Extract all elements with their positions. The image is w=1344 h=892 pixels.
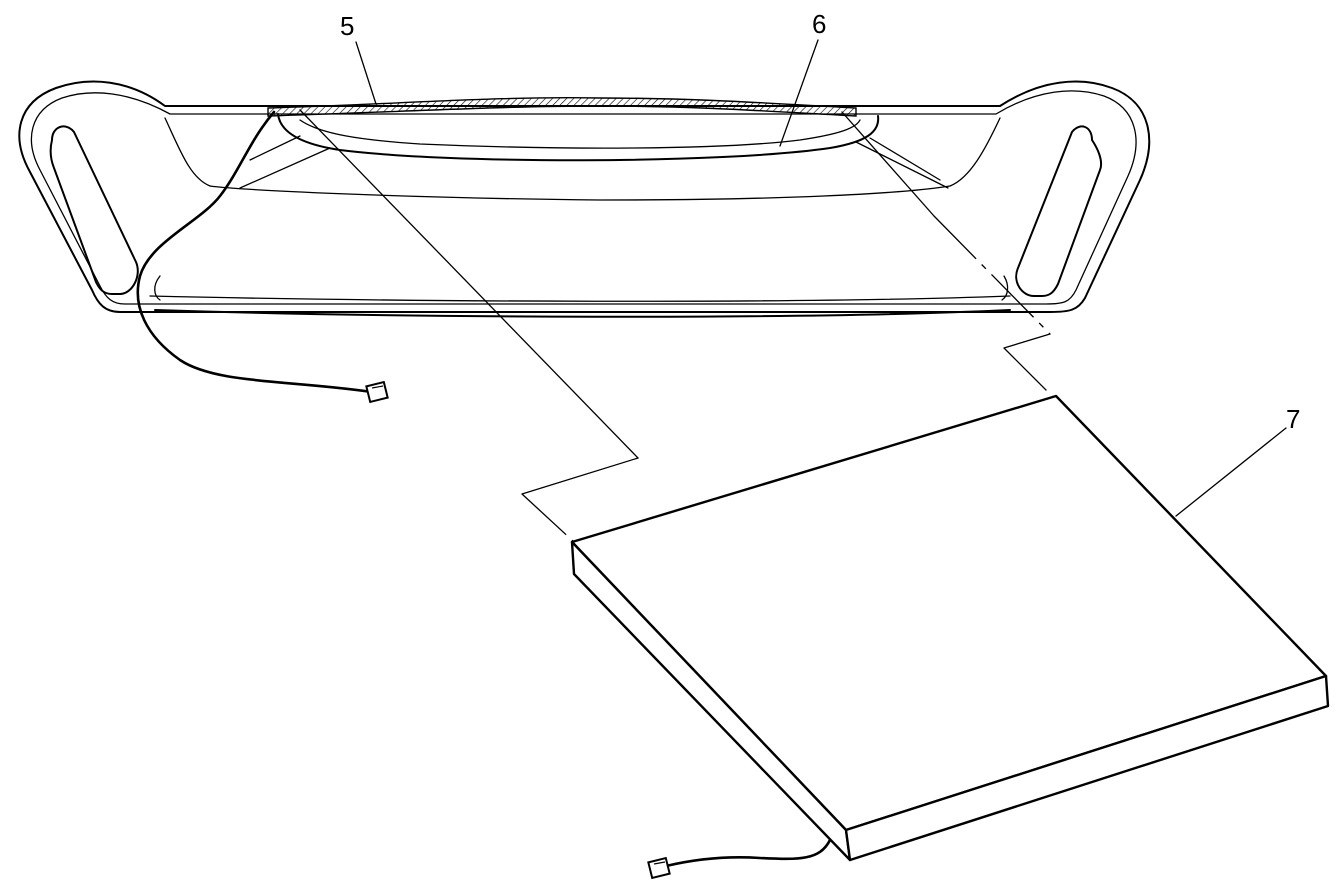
right-alignment-dashed-upper — [933, 215, 1051, 335]
right-handle-slot — [1015, 125, 1102, 297]
frame-right-inner-wall — [949, 117, 1001, 187]
callout-5-group: 5 — [340, 11, 377, 105]
cover-layer-5 — [267, 96, 857, 117]
left-crease-lower — [239, 147, 331, 189]
seat-frame-outer-contour — [18, 80, 1151, 313]
frame-left-lower-wall — [154, 275, 161, 301]
callout-7-leader — [1175, 427, 1287, 517]
right-alignment-jog — [1003, 333, 1051, 349]
callout-6-group: 6 — [779, 9, 826, 147]
left-alignment-line-upper — [299, 109, 639, 459]
right-crease-lower — [855, 141, 949, 189]
right-alignment-dashed-lower — [1003, 347, 1057, 401]
pad-cable-connector — [647, 856, 671, 880]
callout-6-leader — [779, 39, 819, 147]
left-crease-upper — [249, 135, 301, 161]
frame-left-inner-wall — [164, 117, 211, 187]
exploded-view-lines — [299, 109, 1057, 543]
frame-bottom-rail-lower — [154, 309, 1011, 318]
pad-cable — [664, 838, 832, 868]
callout-5-leader — [355, 41, 377, 105]
recess-opening-inner — [299, 119, 861, 149]
right-crease-upper — [869, 137, 941, 181]
frame-cable — [136, 110, 374, 394]
callout-6-label: 6 — [812, 9, 826, 39]
foam-pad-top-face — [570, 394, 1328, 832]
foam-pad-front-face — [844, 674, 1330, 862]
left-alignment-jog — [521, 457, 639, 495]
seat-pan-rear-floor — [209, 185, 951, 201]
seat-frame-inner-contour — [30, 90, 1137, 305]
frame-cable-assembly — [136, 110, 389, 404]
callout-7-group: 7 — [1175, 404, 1300, 517]
pad-cable-assembly — [647, 838, 832, 880]
callout-5-label: 5 — [340, 11, 354, 41]
cover-layer-hatched-band — [267, 96, 857, 117]
left-alignment-dashed — [521, 493, 575, 543]
right-alignment-line-upper — [841, 111, 935, 217]
seat-frame — [18, 80, 1151, 318]
frame-bottom-rail-upper — [149, 295, 1011, 302]
left-handle-slot — [49, 125, 139, 295]
callout-7-label: 7 — [1286, 404, 1300, 434]
recess-opening-outer — [277, 113, 880, 162]
foam-pad-7 — [570, 394, 1330, 862]
frame-cable-connector — [365, 380, 389, 404]
